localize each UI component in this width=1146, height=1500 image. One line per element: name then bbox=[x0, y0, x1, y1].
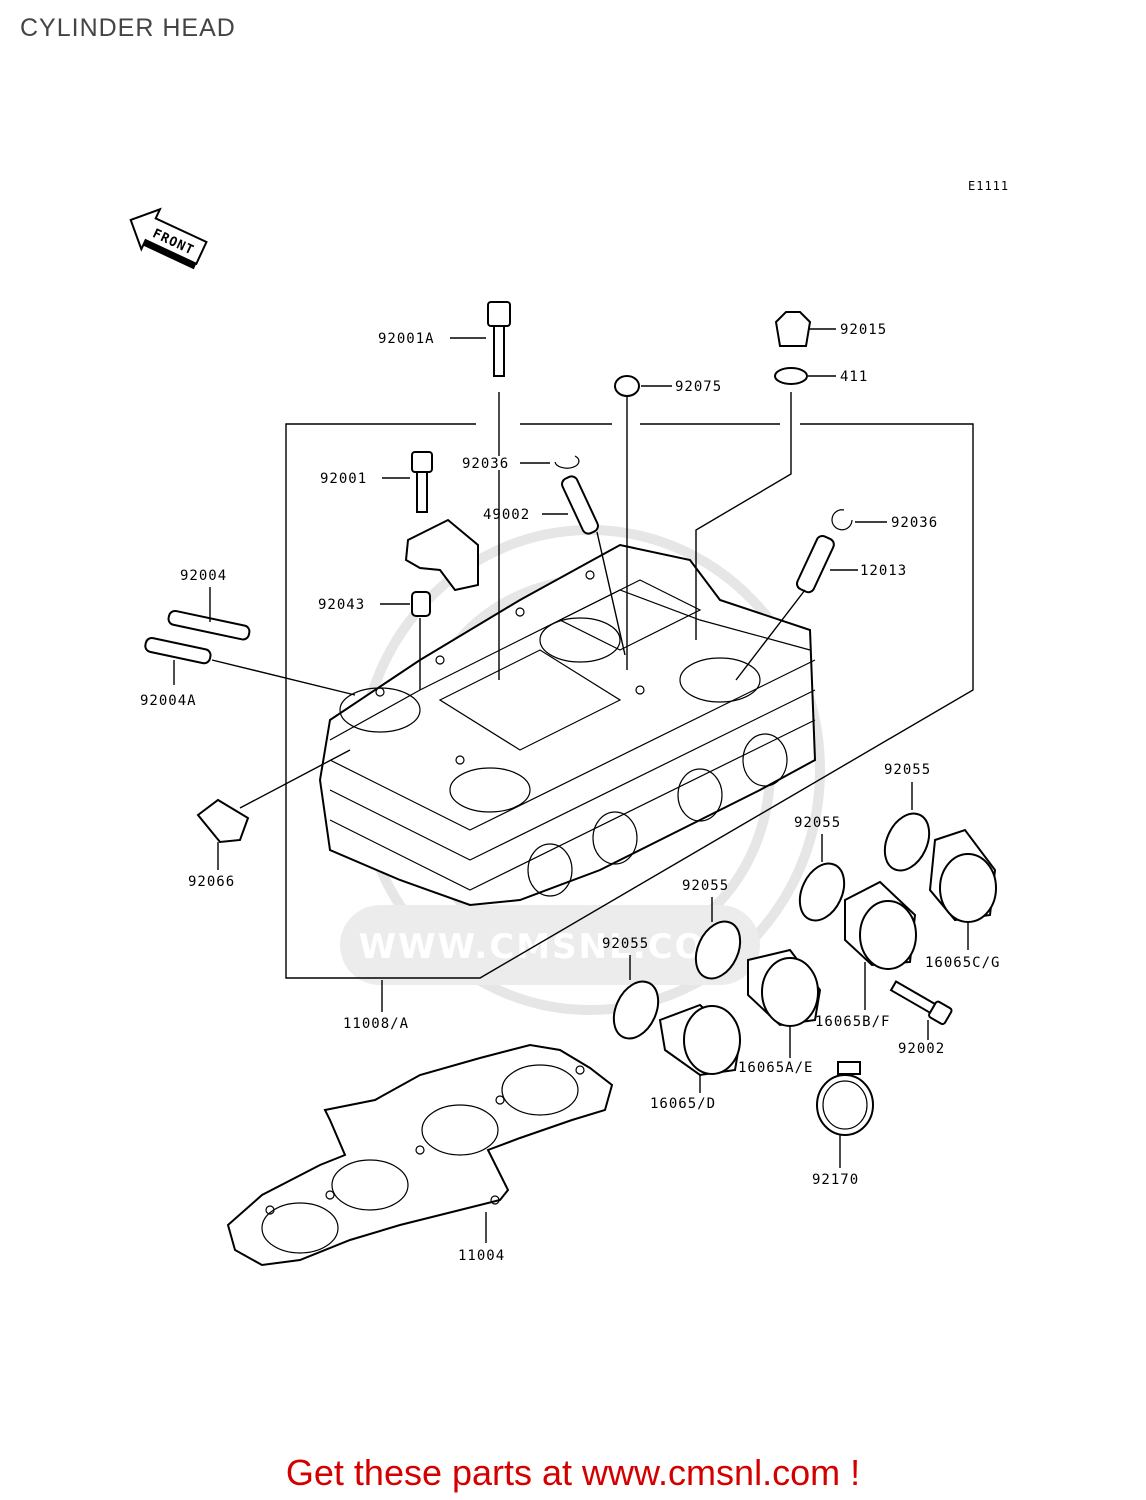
bolt-92001a bbox=[487, 301, 511, 377]
clip-92036-top bbox=[554, 455, 580, 469]
holder-16065ae bbox=[747, 948, 822, 1027]
head-gasket-11004 bbox=[226, 1043, 614, 1267]
clip-92036-right bbox=[831, 509, 853, 531]
part-label-49002[interactable]: 49002 bbox=[483, 507, 530, 523]
stud-92004a bbox=[144, 637, 212, 665]
part-label-92170[interactable]: 92170 bbox=[812, 1172, 859, 1188]
cap-cover bbox=[404, 518, 479, 592]
diagram-code: E1111 bbox=[968, 179, 1009, 193]
valve-guide-12013 bbox=[795, 534, 835, 594]
part-label-16065bf[interactable]: 16065B/F bbox=[815, 1014, 890, 1030]
part-label-92055-d[interactable]: 92055 bbox=[602, 936, 649, 952]
part-label-92055-a[interactable]: 92055 bbox=[884, 762, 931, 778]
bolt-92002 bbox=[889, 980, 953, 1026]
part-label-92004a[interactable]: 92004A bbox=[140, 693, 197, 709]
oring-92055-c bbox=[694, 920, 742, 980]
part-label-92002[interactable]: 92002 bbox=[898, 1041, 945, 1057]
clamp-92170 bbox=[816, 1061, 874, 1136]
part-label-16065cg[interactable]: 16065C/G bbox=[925, 955, 1000, 971]
page-title: CYLINDER HEAD bbox=[20, 14, 236, 42]
bracket-92066 bbox=[196, 798, 250, 844]
oring-92055-b bbox=[798, 862, 846, 922]
part-label-92001[interactable]: 92001 bbox=[320, 471, 367, 487]
part-label-16065ae[interactable]: 16065A/E bbox=[738, 1060, 813, 1076]
part-label-92055-b[interactable]: 92055 bbox=[794, 815, 841, 831]
part-label-92055-c[interactable]: 92055 bbox=[682, 878, 729, 894]
part-labels: 92001A 92015 411 92075 92036 92001 49002… bbox=[140, 322, 1000, 1264]
oring-92055-a bbox=[883, 812, 931, 872]
valve-guide-49002 bbox=[561, 475, 599, 535]
cta-link[interactable]: Get these parts at www.cmsnl.com ! bbox=[285, 1452, 861, 1493]
cylinder-head bbox=[318, 543, 817, 907]
washer-411 bbox=[774, 367, 808, 385]
front-arrow-icon: FRONT bbox=[129, 207, 208, 270]
part-label-16065d[interactable]: 16065/D bbox=[650, 1096, 716, 1112]
stud-92004 bbox=[167, 609, 251, 641]
part-label-411[interactable]: 411 bbox=[840, 369, 868, 385]
oring-92055-d bbox=[612, 980, 660, 1040]
part-label-92004[interactable]: 92004 bbox=[180, 568, 227, 584]
holder-16065cg bbox=[928, 828, 997, 923]
part-label-92001a[interactable]: 92001A bbox=[378, 331, 435, 347]
watermark-text: WWW.CMSNL.COM bbox=[359, 927, 742, 967]
part-label-92043[interactable]: 92043 bbox=[318, 597, 365, 613]
part-label-92015[interactable]: 92015 bbox=[840, 322, 887, 338]
bolt-92001 bbox=[411, 451, 433, 513]
plug-92075 bbox=[614, 375, 640, 397]
part-label-92066[interactable]: 92066 bbox=[188, 874, 235, 890]
holder-16065d bbox=[658, 1003, 742, 1077]
part-label-11004[interactable]: 11004 bbox=[458, 1248, 505, 1264]
part-label-12013[interactable]: 12013 bbox=[860, 563, 907, 579]
part-label-11008a[interactable]: 11008/A bbox=[343, 1016, 409, 1032]
holder-16065bf bbox=[844, 880, 917, 970]
nut-92015 bbox=[774, 311, 812, 347]
leader-lines bbox=[173, 328, 969, 1243]
part-label-92075[interactable]: 92075 bbox=[675, 379, 722, 395]
part-label-92036-right[interactable]: 92036 bbox=[891, 515, 938, 531]
dowel-92043 bbox=[411, 591, 431, 617]
part-label-92036-top[interactable]: 92036 bbox=[462, 456, 509, 472]
